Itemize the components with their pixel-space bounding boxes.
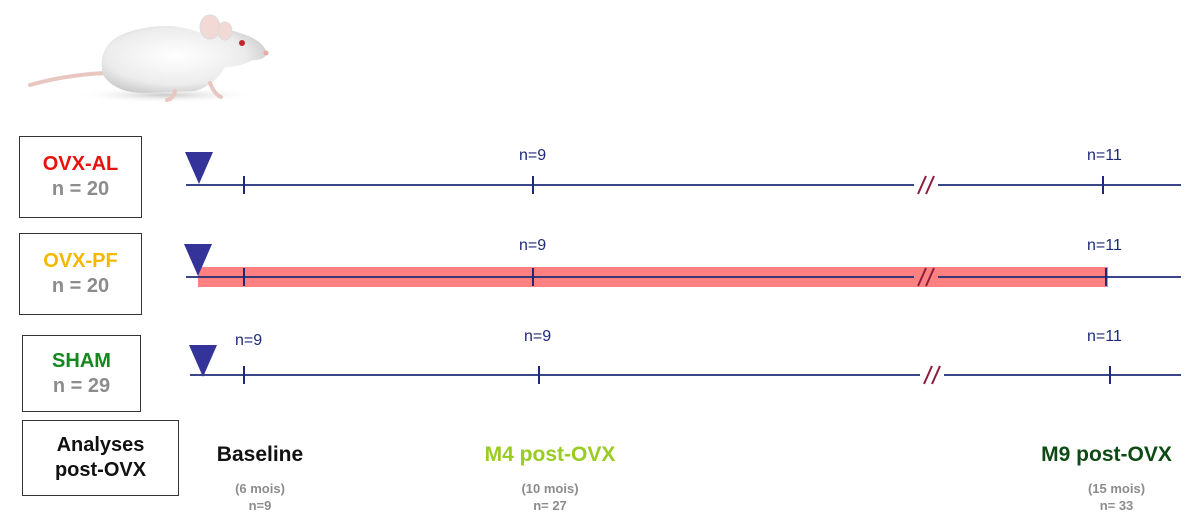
triangle-down-icon <box>184 244 212 276</box>
group-count: n = 20 <box>51 178 110 200</box>
timepoint-title-m4: M4 post-OVX <box>484 443 616 466</box>
timepoint-n-m4: n= 27 <box>533 498 567 513</box>
timeline-sham <box>189 345 1181 385</box>
timeline-ovx-pf <box>184 244 1181 287</box>
analyses-box: Analyses post-OVX <box>22 420 179 496</box>
analyses-label-line2: post-OVX <box>54 459 147 481</box>
count-label-sham-m9: n=11 <box>1087 328 1122 345</box>
group-box-ovx-al: OVX-AL n = 20 <box>19 136 142 218</box>
count-label-ovx-pf-m4: n=9 <box>519 237 547 254</box>
count-label-sham-m4: n=9 <box>524 328 552 345</box>
timepoint-n-m9: n= 33 <box>1099 498 1134 513</box>
timepoint-age-m9: (15 mois) <box>1087 481 1146 496</box>
group-box-ovx-pf: OVX-PF n = 20 <box>19 233 142 315</box>
axis-break-icon <box>917 267 935 287</box>
count-label-ovx-al-m4: n=9 <box>519 147 547 164</box>
group-name: OVX-PF <box>43 250 118 272</box>
triangle-down-icon <box>185 152 213 184</box>
timeline-ovx-al <box>185 152 1181 195</box>
group-count: n = 29 <box>52 374 111 397</box>
count-label-ovx-pf-m9: n=11 <box>1087 237 1122 254</box>
group-name: SHAM <box>52 349 111 372</box>
timepoint-n-baseline: n=9 <box>248 498 272 513</box>
rat-image <box>28 14 269 103</box>
count-label-sham-baseline: n=9 <box>235 332 263 349</box>
timepoint-title-baseline: Baseline <box>216 443 304 466</box>
timepoint-age-baseline: (6 mois) <box>235 481 285 496</box>
analyses-label-line1: Analyses <box>56 434 145 456</box>
timepoint-age-m4: (10 mois) <box>521 481 579 496</box>
count-label-ovx-al-m9: n=11 <box>1087 147 1122 164</box>
timepoint-title-m9: M9 post-OVX <box>1041 443 1172 466</box>
group-box-sham: SHAM n = 29 <box>22 335 141 412</box>
axis-break-icon <box>917 175 935 195</box>
axis-break-icon <box>923 365 941 385</box>
group-name: OVX-AL <box>42 153 119 175</box>
group-count: n = 20 <box>51 275 110 297</box>
triangle-down-icon <box>189 345 217 377</box>
